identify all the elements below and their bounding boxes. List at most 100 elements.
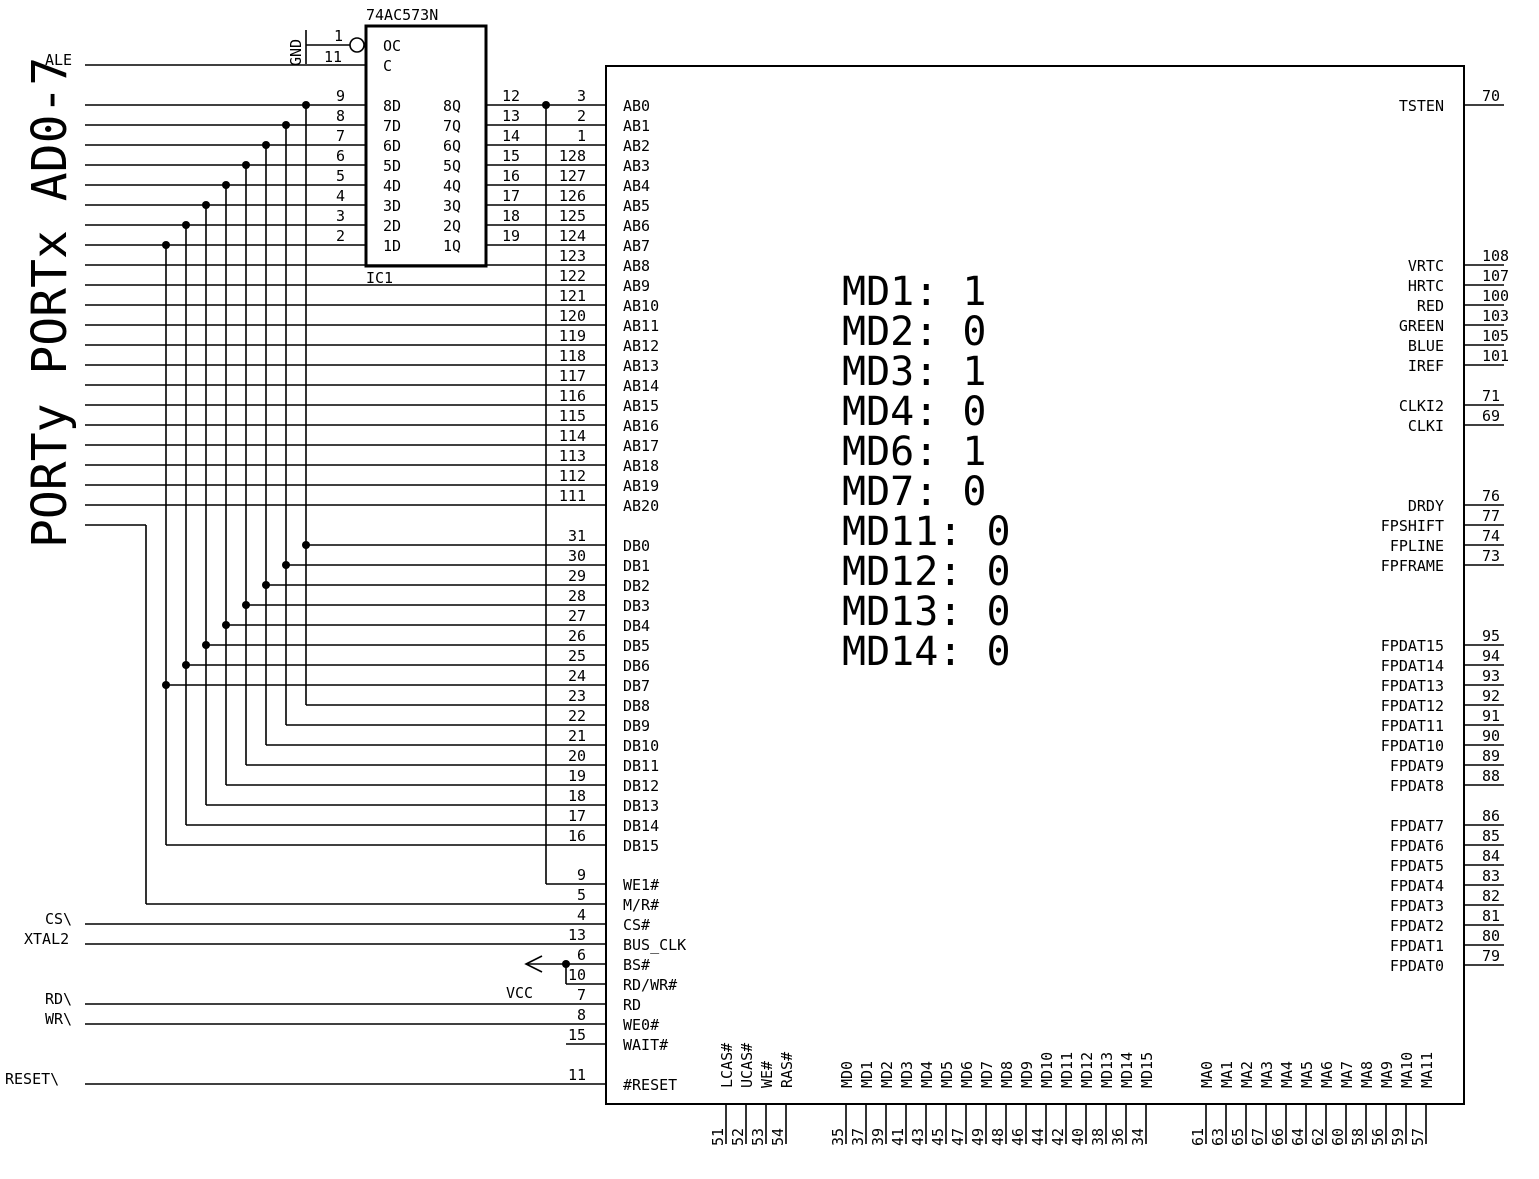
bottom-pin-label: WE# (758, 1061, 776, 1088)
ab-pin-label: AB14 (623, 377, 659, 395)
db-pin-number: 31 (568, 527, 586, 545)
db-pin-number: 17 (568, 807, 586, 825)
bottom-pin-label: MA6 (1318, 1061, 1336, 1088)
right-pin-label: GREEN (1399, 317, 1444, 335)
ab-pin-number: 113 (559, 447, 586, 465)
bottom-pin-number: 67 (1249, 1128, 1267, 1146)
vcc-junction (562, 960, 570, 968)
db-pin-number: 19 (568, 767, 586, 785)
port-label: PORTy PORTx AD0-7 (22, 57, 78, 548)
ab-pin-number: 126 (559, 187, 586, 205)
latch-ref-label: IC1 (366, 269, 393, 287)
bottom-pin-label: MD7 (978, 1061, 996, 1088)
right-pin-number: 103 (1482, 307, 1509, 325)
right-pin-label: FPDAT13 (1381, 677, 1444, 695)
bottom-pin-number: 46 (1009, 1128, 1027, 1146)
ctrl-pin-number: 6 (577, 946, 586, 964)
db-pin-number: 29 (568, 567, 586, 585)
bottom-pin-label: MD1 (858, 1061, 876, 1088)
bottom-pin-number: 44 (1029, 1128, 1047, 1146)
ab-pin-label: AB10 (623, 297, 659, 315)
right-pin-number: 69 (1482, 407, 1500, 425)
bottom-pin-label: MA5 (1298, 1061, 1316, 1088)
gnd-label: GND (287, 39, 305, 66)
bottom-pin-number: 43 (909, 1128, 927, 1146)
bottom-pin-number: 41 (889, 1128, 907, 1146)
ctrl-pin-number: 10 (568, 966, 586, 984)
bottom-pin-label: MD5 (938, 1061, 956, 1088)
bottom-pin-label: LCAS# (718, 1043, 736, 1088)
bottom-pin-label: MA1 (1218, 1061, 1236, 1088)
db-pin-label: DB7 (623, 677, 650, 695)
latch-d-label: 1D (383, 237, 401, 255)
ab-pin-label: AB16 (623, 417, 659, 435)
ab-pin-number: 112 (559, 467, 586, 485)
ab-pin-label: AB19 (623, 477, 659, 495)
ctrl-pin-label: WE1# (623, 876, 659, 894)
bottom-pin-label: MD3 (898, 1061, 916, 1088)
md-config-line: MD2: 0 (842, 309, 987, 355)
ab-pin-label: AB7 (623, 237, 650, 255)
bottom-pin-number: 36 (1109, 1128, 1127, 1146)
ab-pin-number: 3 (577, 87, 586, 105)
right-pin-label: FPDAT11 (1381, 717, 1444, 735)
memory-pins: LCAS#51UCAS#52WE#53RAS#54MD035MD137MD239… (709, 1043, 1436, 1146)
ab-pin-label: AB18 (623, 457, 659, 475)
right-pin-number: 77 (1482, 507, 1500, 525)
right-pin-number: 108 (1482, 247, 1509, 265)
right-pin-label: TSTEN (1399, 97, 1444, 115)
xtal2-label: XTAL2 (24, 930, 69, 948)
latch-q-pin-number: 12 (502, 87, 520, 105)
ab-pin-number: 117 (559, 367, 586, 385)
ab-pin-label: AB6 (623, 217, 650, 235)
right-pin-number: 79 (1482, 947, 1500, 965)
db-pin-number: 27 (568, 607, 586, 625)
db-pin-label: DB3 (623, 597, 650, 615)
latch-part-label: 74AC573N (366, 6, 438, 24)
bottom-pin-number: 61 (1189, 1128, 1207, 1146)
ab-pin-number: 116 (559, 387, 586, 405)
ab-pin-label: AB3 (623, 157, 650, 175)
bottom-pin-label: MD10 (1038, 1052, 1056, 1088)
ab-pin-number: 120 (559, 307, 586, 325)
db-pin-number: 25 (568, 647, 586, 665)
ctrl-pin-label: RD (623, 996, 641, 1014)
right-pin-number: 70 (1482, 87, 1500, 105)
bottom-pin-number: 60 (1329, 1128, 1347, 1146)
rd-label: RD\ (45, 990, 72, 1008)
reset-label: RESET\ (5, 1070, 59, 1088)
latch-d-pin-number: 2 (336, 227, 345, 245)
bottom-pin-label: MD15 (1138, 1052, 1156, 1088)
ctrl-pin-number: 5 (577, 886, 586, 904)
ctrl-pin-number: 9 (577, 866, 586, 884)
right-pin-number: 88 (1482, 767, 1500, 785)
latch-d-pin-number: 8 (336, 107, 345, 125)
bottom-pin-number: 35 (829, 1128, 847, 1146)
wr-label: WR\ (45, 1010, 72, 1028)
bottom-pin-label: MA7 (1338, 1061, 1356, 1088)
bottom-pin-label: MA9 (1378, 1061, 1396, 1088)
bottom-pin-number: 45 (929, 1128, 947, 1146)
address-bus-pins: 3AB02AB11AB2128AB3127AB4126AB5125AB6124A… (559, 87, 659, 515)
right-pin-number: 94 (1482, 647, 1500, 665)
right-pin-label: FPDAT4 (1390, 877, 1444, 895)
latch-oc-label: OC (383, 37, 401, 55)
bottom-pin-number: 58 (1349, 1128, 1367, 1146)
bottom-pin-label: MD12 (1078, 1052, 1096, 1088)
db-pin-number: 26 (568, 627, 586, 645)
bottom-pin-label: RAS# (778, 1052, 796, 1088)
md-config-line: MD13: 0 (842, 589, 1011, 635)
ab-pin-number: 114 (559, 427, 586, 445)
ctrl-pin-number: 13 (568, 926, 586, 944)
right-pin-label: BLUE (1408, 337, 1444, 355)
latch-d-label: 6D (383, 137, 401, 155)
latch-d-pin-number: 3 (336, 207, 345, 225)
db-pin-label: DB15 (623, 837, 659, 855)
latch-d-label: 8D (383, 97, 401, 115)
latch-q-pin-number: 19 (502, 227, 520, 245)
ctrl-pin-label: CS# (623, 916, 650, 934)
latch-q-pin-number: 13 (502, 107, 520, 125)
bottom-pin-number: 47 (949, 1128, 967, 1146)
ab-pin-label: AB9 (623, 277, 650, 295)
latch-body (364, 24, 488, 268)
